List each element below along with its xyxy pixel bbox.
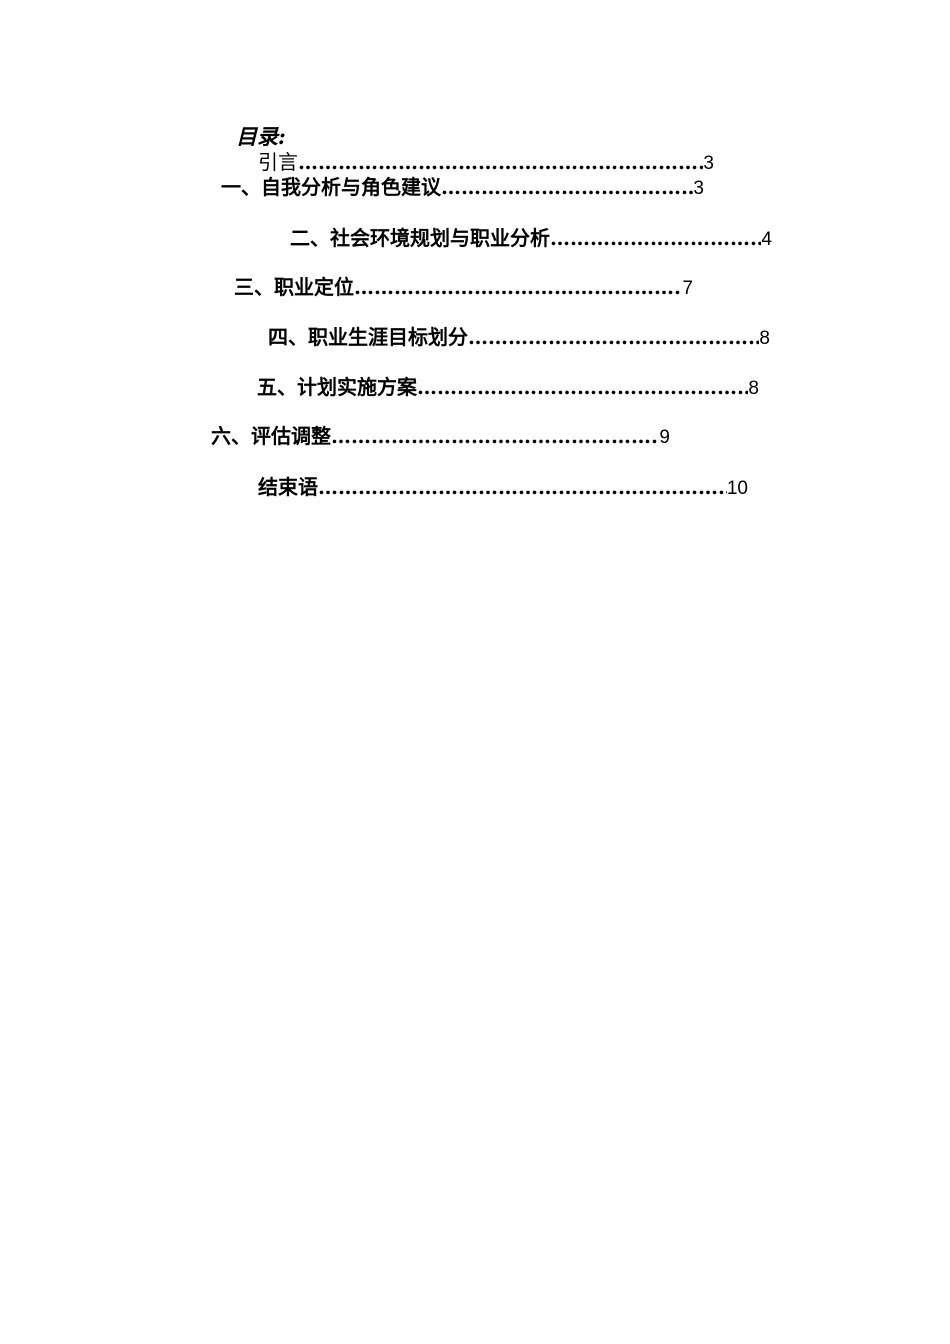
toc-entry-label: 引言 (258, 150, 298, 174)
toc-dot-leader: …………………………………………………………………………………………………………… (550, 226, 761, 250)
toc-entry-social-environment[interactable]: 二、社会环境规划与职业分析 ……………………………………………………………………… (290, 225, 772, 253)
toc-entry-implementation-plan[interactable]: 五、计划实施方案 …………………………………………………………………………………… (257, 374, 759, 402)
toc-entry-page: 8 (759, 328, 770, 349)
toc-entry-label: 三、职业定位 (234, 275, 354, 299)
toc-entry-conclusion[interactable]: 结束语 ………………………………………………………………………………………………… (258, 474, 748, 502)
toc-entry-label: 一、自我分析与角色建议 (221, 175, 441, 199)
toc-entry-label: 六、评估调整 (211, 424, 331, 448)
toc-entry-label: 五、计划实施方案 (257, 375, 417, 399)
toc-entry-page: 7 (682, 278, 693, 299)
toc-dot-leader: …………………………………………………………………………………………………………… (331, 424, 659, 448)
toc-entry-label: 二、社会环境规划与职业分析 (290, 226, 550, 250)
toc-dot-leader: …………………………………………………………………………………………………………… (417, 375, 748, 399)
toc-entry-page: 8 (748, 378, 759, 399)
toc-dot-leader: …………………………………………………………………………………………………………… (354, 275, 682, 299)
toc-entry-page: 3 (693, 178, 704, 199)
toc-entry-career-positioning[interactable]: 三、职业定位 ………………………………………………………………………………………… (234, 274, 693, 302)
toc-entry-label: 四、职业生涯目标划分 (268, 325, 468, 349)
toc-entry-page: 10 (726, 478, 748, 499)
toc-entry-page: 4 (761, 229, 772, 250)
toc-dot-leader: …………………………………………………………………………………………………………… (468, 325, 760, 349)
toc-dot-leader: …………………………………………………………………………………………………………… (441, 175, 693, 199)
toc-entry-page: 3 (703, 153, 714, 174)
toc-entry-page: 9 (659, 427, 670, 448)
toc-dot-leader: …………………………………………………………………………………………………………… (298, 150, 703, 174)
toc-entry-evaluation[interactable]: 六、评估调整 ………………………………………………………………………………………… (211, 423, 670, 451)
toc-entry-intro[interactable]: 引言 …………………………………………………………………………………………………… (258, 149, 714, 177)
toc-title: 目录: (236, 124, 286, 149)
toc-dot-leader: …………………………………………………………………………………………………………… (318, 475, 727, 499)
toc-entry-career-goals[interactable]: 四、职业生涯目标划分 ……………………………………………………………………………… (268, 324, 770, 352)
toc-entry-label: 结束语 (258, 475, 318, 499)
toc-entry-self-analysis[interactable]: 一、自我分析与角色建议 …………………………………………………………………………… (221, 174, 704, 202)
